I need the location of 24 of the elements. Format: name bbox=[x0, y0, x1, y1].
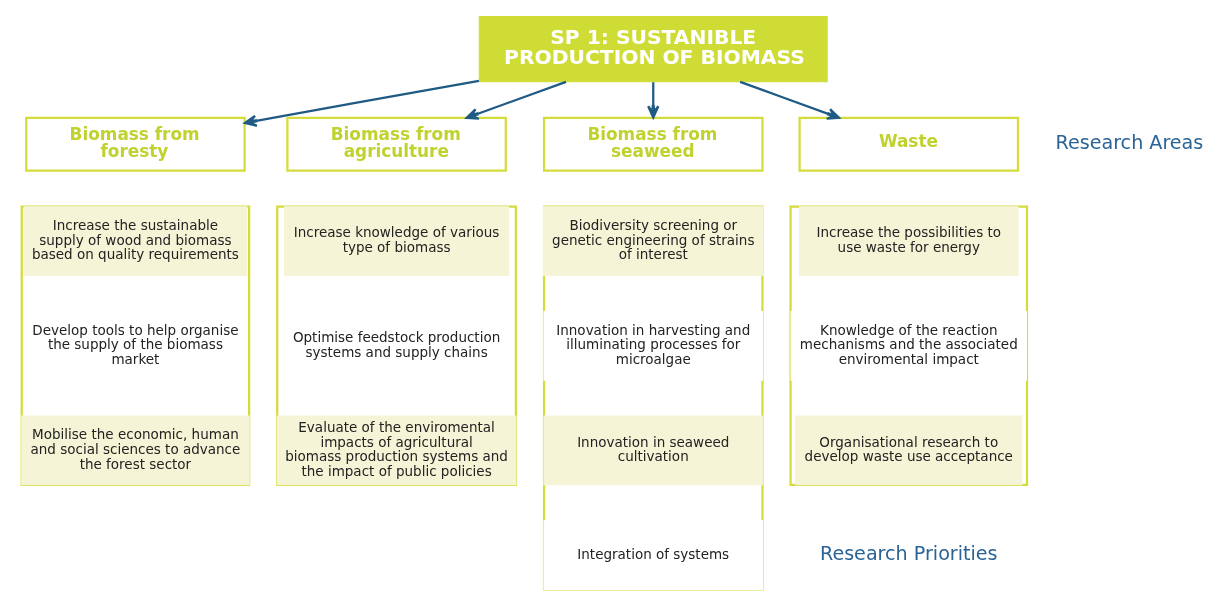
node-box: Mobilise the economic, human and social sciences to advance the forest sector bbox=[21, 415, 250, 486]
node-box: Integration of systems bbox=[543, 520, 763, 591]
arrow bbox=[243, 79, 480, 127]
node-box: Evaluate of the enviromental impacts of agricultural biomass production systems and the impact of public policies bbox=[276, 415, 517, 486]
node-box: Biomass from seaweed bbox=[542, 116, 764, 172]
arrow bbox=[739, 80, 841, 120]
node-box: Waste bbox=[798, 116, 1020, 172]
node-box: Biomass from agriculture bbox=[286, 116, 507, 172]
node-box: Increase the possibilities to use waste for energy bbox=[799, 206, 1019, 276]
label: Research Areas bbox=[1055, 130, 1204, 154]
arrow bbox=[647, 82, 660, 119]
label: Research Priorities bbox=[819, 541, 998, 565]
node-box: Biodiversity screening or genetic engineering of strains of interest bbox=[542, 206, 764, 276]
node-box: Biomass from foresty bbox=[25, 116, 246, 172]
node-box: Increase knowledge of various type of biomass bbox=[284, 206, 510, 276]
node-box: Increase the sustainable supply of wood and biomass based on quality requirements bbox=[23, 206, 248, 276]
node-box: Innovation in seaweed cultivation bbox=[543, 415, 763, 486]
node-box: Organisational research to develop waste use acceptance bbox=[795, 415, 1023, 486]
node-box: Knowledge of the reaction mechanisms and the associated enviromental impact bbox=[790, 310, 1027, 381]
node-text: Develop tools to help organise the supply of the biomass market bbox=[32, 321, 239, 367]
node-box: SP 1: SUSTANIBLE PRODUCTION OF BIOMASS bbox=[478, 15, 828, 83]
node-text: Optimise feedstock production systems and supply chains bbox=[292, 328, 501, 360]
node-box: Innovation in harvesting and illuminating processes for microalgae bbox=[543, 310, 763, 381]
arrow bbox=[465, 80, 567, 120]
